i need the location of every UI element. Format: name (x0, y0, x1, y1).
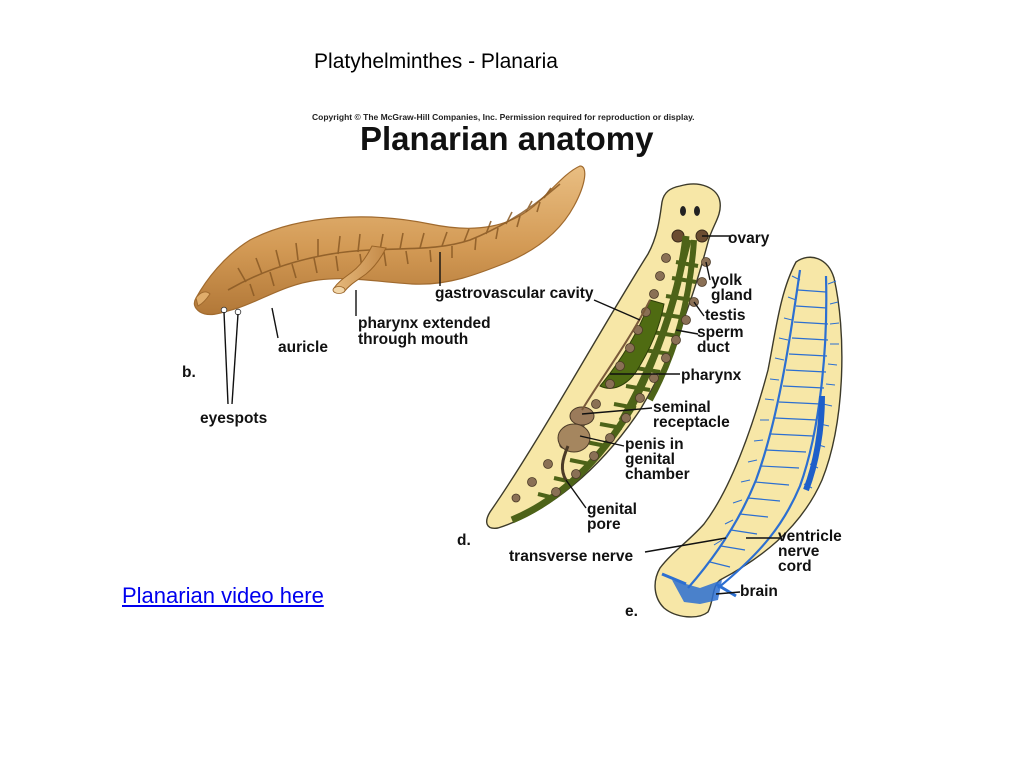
label-auricle: auricle (278, 339, 328, 356)
label-genital-pore-1: genital (587, 501, 637, 518)
planarian-video-link[interactable]: Planarian video here (122, 583, 324, 608)
label-eyespots: eyespots (200, 410, 267, 427)
label-penis-3: chamber (625, 466, 690, 483)
label-yolk-gland-2: gland (711, 287, 752, 304)
panel-b-worm (193, 165, 586, 316)
label-pharynx-extended-1: pharynx extended (358, 315, 491, 332)
panel-e-nervous-system (654, 256, 843, 618)
slide-title: Platyhelminthes - Planaria (314, 50, 558, 73)
label-brain: brain (740, 583, 778, 600)
label-transverse-nerve: transverse nerve (509, 548, 633, 565)
panel-d-letter: d. (457, 532, 471, 549)
label-sperm-duct-1: sperm (697, 324, 744, 341)
label-penis-1: penis in (625, 436, 684, 453)
label-ventricle-nerve-cord-2: nerve (778, 543, 820, 560)
label-testis: testis (705, 307, 746, 324)
label-yolk-gland-1: yolk (711, 272, 742, 289)
label-penis-2: genital (625, 451, 675, 468)
copyright-notice: Copyright © The McGraw-Hill Companies, I… (312, 112, 695, 122)
label-pharynx-extended-2: through mouth (358, 331, 468, 348)
label-ventricle-nerve-cord-3: cord (778, 558, 812, 575)
label-ventricle-nerve-cord-1: ventricle (778, 528, 842, 545)
figure-heading: Planarian anatomy (360, 120, 654, 157)
label-ovary: ovary (728, 230, 770, 247)
label-gastrovascular-cavity: gastrovascular cavity (435, 285, 594, 302)
panel-e-letter: e. (625, 603, 638, 620)
label-genital-pore-2: pore (587, 516, 621, 533)
label-pharynx: pharynx (681, 367, 742, 384)
label-seminal-receptacle-2: receptacle (653, 414, 730, 431)
panel-b-letter: b. (182, 364, 196, 381)
label-seminal-receptacle-1: seminal (653, 399, 711, 416)
label-sperm-duct-2: duct (697, 339, 730, 356)
